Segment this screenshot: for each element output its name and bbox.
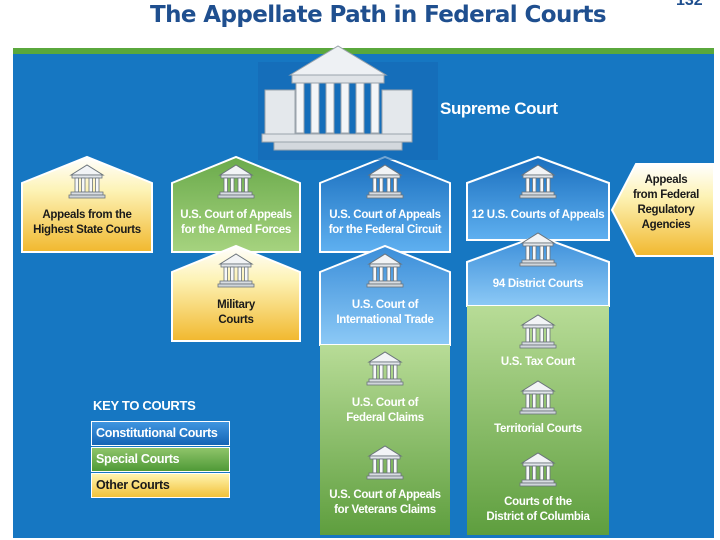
military-courts-house <box>171 244 301 342</box>
courthouse-icon <box>366 351 404 386</box>
key-constitutional: Constitutional Courts <box>91 421 230 446</box>
district-courts-label: 94 District Courts <box>492 278 584 290</box>
courthouse-icon <box>519 452 557 487</box>
tax-court-label: U.S. Tax Court <box>500 356 576 368</box>
key-title: KEY TO COURTS <box>93 398 196 413</box>
courts-of-appeals-house <box>466 155 610 241</box>
international-trade-house <box>319 244 451 346</box>
page-title: The Appellate Path in Federal Courts <box>150 2 607 28</box>
courthouse-icon <box>366 445 404 480</box>
courthouse-icon <box>519 164 557 199</box>
special-courts-column <box>320 345 450 535</box>
state-courts-house <box>21 155 153 253</box>
courthouse-icon <box>519 380 557 415</box>
key-special: Special Courts <box>91 447 230 472</box>
armed-forces-house <box>171 155 301 253</box>
courthouse-icon <box>366 253 404 288</box>
page-number: 132 <box>676 0 703 9</box>
key-other: Other Courts <box>91 473 230 498</box>
courthouse-icon <box>366 164 404 199</box>
agencies-arrow <box>610 163 715 257</box>
territorial-courts-label: Territorial Courts <box>494 423 582 435</box>
federal-circuit-house <box>319 155 451 253</box>
supreme-court-building-icon <box>258 45 438 160</box>
courthouse-icon <box>519 232 557 267</box>
supreme-court-label: Supreme Court <box>440 99 558 118</box>
courthouse-icon <box>217 164 255 199</box>
courthouse-icon <box>68 164 106 199</box>
courts-of-appeals-label: 12 U.S. Courts of Appeals <box>471 209 605 221</box>
courthouse-icon <box>217 253 255 288</box>
courthouse-icon <box>519 314 557 349</box>
panel-top-strip <box>13 48 714 54</box>
